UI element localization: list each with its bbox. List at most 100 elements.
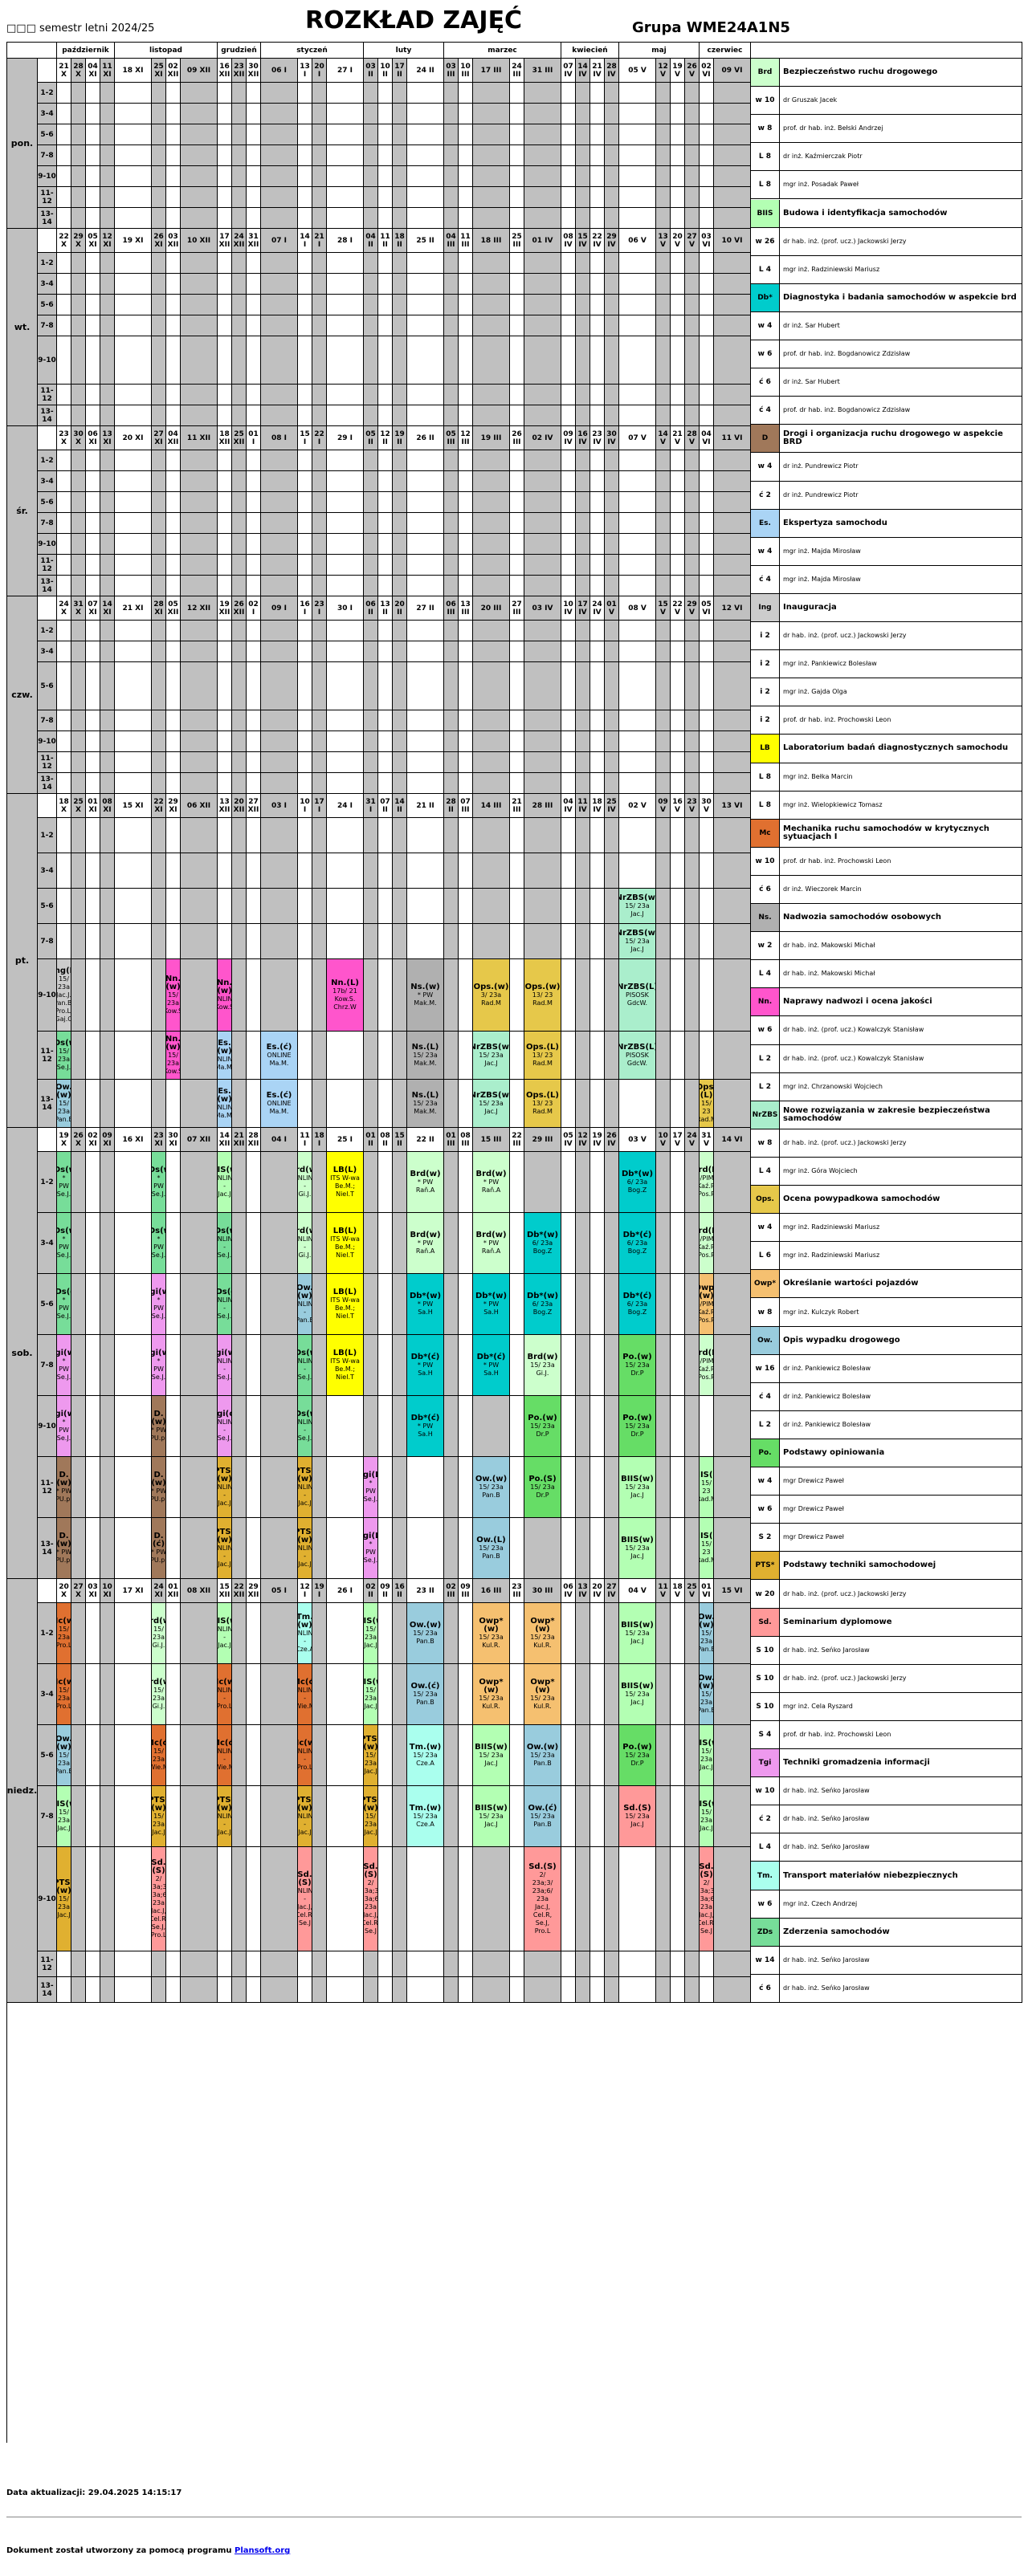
class-event[interactable]: Ow.(w)15/ 23a Pan.B bbox=[473, 1457, 510, 1518]
class-event[interactable]: Brd(w)* PW Raň.A bbox=[407, 1152, 444, 1213]
class-event[interactable]: Ow.(w)15/ 23a Pan.B bbox=[700, 1603, 714, 1664]
class-event[interactable]: Brd(w)15/ 23a Gi.J. bbox=[152, 1664, 166, 1725]
class-event[interactable]: Sd.(S)15/ 23a Jac.J bbox=[619, 1786, 656, 1847]
class-event[interactable]: Owp*(w)ITS/PIMOT Kaź.P. Pos.P bbox=[700, 1274, 714, 1335]
class-event[interactable]: Owp*(w)15/ 23a Kul.R. bbox=[473, 1664, 510, 1725]
class-event[interactable]: BIIS(L)15/ 23 Rad.M bbox=[700, 1518, 714, 1579]
class-event[interactable]: Sd.(S)2/ 23a;3/ 23a;6/ 23a Jac.J, Cel.R,… bbox=[364, 1847, 378, 1951]
class-event[interactable]: Ow.(w)ONLINE - Pan.B bbox=[298, 1274, 312, 1335]
class-event[interactable]: Mc(w)ONLINE - Pro.L bbox=[298, 1725, 312, 1786]
class-event[interactable]: LB(L)ITS W-wa Be.M.; Niel.T bbox=[327, 1335, 364, 1396]
class-event[interactable]: ZDs(w)15/ 23a Se.J. bbox=[57, 1032, 71, 1080]
class-event[interactable]: Nn.(L)17b/ 21 Kow.S. Chrz.W bbox=[327, 959, 364, 1032]
class-event[interactable]: PTS*(w)ONLINE - Jac.J bbox=[298, 1786, 312, 1847]
class-event[interactable]: Nn.(w)15/ 23a Kow.S bbox=[166, 1032, 181, 1080]
class-event[interactable]: Ns.(L)15/ 23a Mak.M. bbox=[407, 1032, 444, 1080]
class-event[interactable]: PTS*(w)15/ 23a Jac.J bbox=[57, 1847, 71, 1951]
class-event[interactable]: ZDs(w)ONLINE - Se.J. bbox=[298, 1335, 312, 1396]
class-event[interactable]: ZDs(w)* PW Se.J. bbox=[57, 1152, 71, 1213]
class-event[interactable]: NrZBS(w)15/ 23a Jac.J bbox=[619, 924, 656, 959]
class-event[interactable]: Owp*(w)15/ 23a Kul.R. bbox=[524, 1664, 561, 1725]
class-event[interactable]: Brd(w)15/ 23a Gi.J. bbox=[152, 1603, 166, 1664]
class-event[interactable]: Sd.(S)2/ 23a;3/ 23a;6/ 23a Jac.J, Cel.R,… bbox=[152, 1847, 166, 1951]
class-event[interactable]: ZDs(w)* PW Se.J. bbox=[152, 1152, 166, 1213]
class-event[interactable]: LB(L)ITS W-wa Be.M.; Niel.T bbox=[327, 1274, 364, 1335]
class-event[interactable]: BIIS(w)ONLINE - Jac.J bbox=[218, 1603, 232, 1664]
class-event[interactable]: Mc(ć)ONLINE - Wie.M bbox=[218, 1725, 232, 1786]
class-event[interactable]: Po.(S)15/ 23a Dr.P bbox=[524, 1457, 561, 1518]
class-event[interactable]: PTS*(w)ONLINE - Jac.J bbox=[218, 1518, 232, 1579]
class-event[interactable]: ZDs(w)ONLINE - Se.J. bbox=[218, 1213, 232, 1274]
class-event[interactable]: Ops.(L)13/ 23 Rad.M bbox=[524, 1032, 561, 1080]
class-event[interactable]: Nn.(w)15/ 23a Kow.S bbox=[166, 959, 181, 1032]
class-event[interactable]: Brd(L)ITS/PIMOT Kaź.P. Pos.P bbox=[700, 1152, 714, 1213]
class-event[interactable]: Brd(L)ITS/PIMOT Kaź.P. Pos.P bbox=[700, 1335, 714, 1396]
class-event[interactable]: Tgi(ć)ONLINE - Se.J. bbox=[218, 1396, 232, 1457]
class-event[interactable]: Tgi(w)* PW Se.J. bbox=[152, 1274, 166, 1335]
class-event[interactable]: BIIS(w)15/ 23a Jac.J bbox=[473, 1725, 510, 1786]
class-event[interactable]: Ops.(w)3/ 23a Rad.M bbox=[473, 959, 510, 1032]
class-event[interactable]: Brd(w)* PW Raň.A bbox=[407, 1213, 444, 1274]
class-event[interactable]: Ops.(w)13/ 23 Rad.M bbox=[524, 959, 561, 1032]
class-event[interactable]: Ow.(w)15/ 23a Pan.B bbox=[57, 1080, 71, 1128]
class-event[interactable]: PTS*(w)15/ 23a Jac.J bbox=[364, 1786, 378, 1847]
class-event[interactable]: Tgi(w)* PW Se.J. bbox=[57, 1335, 71, 1396]
class-event[interactable]: NrZBS(w)15/ 23a Jac.J bbox=[473, 1032, 510, 1080]
class-event[interactable]: Ow.(w)15/ 23a Pan.B bbox=[524, 1725, 561, 1786]
class-event[interactable]: Brd(w)* PW Raň.A bbox=[473, 1213, 510, 1274]
class-event[interactable]: Tgi(L)* PW Se.J. bbox=[364, 1457, 378, 1518]
class-event[interactable]: Ow.(ć)15/ 23a Pan.B bbox=[407, 1664, 444, 1725]
plansoft-link[interactable]: Plansoft.org bbox=[234, 2546, 291, 2555]
class-event[interactable]: LB(L)ITS W-wa Be.M.; Niel.T bbox=[327, 1213, 364, 1274]
class-event[interactable]: Ow.(w)15/ 23a Pan.B bbox=[700, 1664, 714, 1725]
class-event[interactable]: BIIS(L)15/ 23 Rad.M bbox=[700, 1457, 714, 1518]
class-event[interactable]: BIIS(w)ONLINE - Jac.J bbox=[218, 1152, 232, 1213]
class-event[interactable]: ZDs(ć)ONLINE - Se.J. bbox=[218, 1274, 232, 1335]
class-event[interactable]: Db*(w)* PW Sa.H bbox=[407, 1274, 444, 1335]
class-event[interactable]: Tgi(w)* PW Se.J. bbox=[152, 1335, 166, 1396]
class-event[interactable]: NrZBS(L)PISOSK GdcW. bbox=[619, 959, 656, 1032]
class-event[interactable]: Sd.(S)ONLINE - Jac.J, Cel.R, Se.J bbox=[298, 1847, 312, 1951]
class-event[interactable]: Db*(ć)6/ 23a Bog.Z bbox=[619, 1274, 656, 1335]
class-event[interactable]: BIIS(w)15/ 23a Jac.J bbox=[619, 1518, 656, 1579]
class-event[interactable]: ZDs(w)* PW Se.J. bbox=[152, 1213, 166, 1274]
class-event[interactable]: Sd.(S)2/ 23a;3/ 23a;6/ 23a Jac.J, Cel.R,… bbox=[524, 1847, 561, 1951]
class-event[interactable]: Tm.(w)ONLINE - Cze.A bbox=[298, 1603, 312, 1664]
class-event[interactable]: Ns.(L)15/ 23a Mak.M. bbox=[407, 1080, 444, 1128]
class-event[interactable]: Ow.(w)15/ 23a Pan.B bbox=[57, 1725, 71, 1786]
class-event[interactable]: Es.(w)ONLINE Ma.M. bbox=[218, 1032, 232, 1080]
class-event[interactable]: Ow.(L)15/ 23a Pan.B bbox=[473, 1518, 510, 1579]
class-event[interactable]: ZDs(ć)* PW Se.J. bbox=[57, 1274, 71, 1335]
class-event[interactable]: Nn.(w)ONLINE Kow.S bbox=[218, 959, 232, 1032]
class-event[interactable]: BIIS(w)15/ 23a Jac.J bbox=[700, 1786, 714, 1847]
class-event[interactable]: Mc(w)15/ 23a Pro.L bbox=[57, 1603, 71, 1664]
class-event[interactable]: Ing(I)15/ 23a Jac.J. Pan.B. Pro.L. Gaj.O bbox=[57, 959, 71, 1032]
class-event[interactable]: D.(w)* PW PU.p. bbox=[152, 1396, 166, 1457]
class-event[interactable]: BIIS(w)15/ 23a Jac.J bbox=[473, 1786, 510, 1847]
class-event[interactable]: D.(w)* PW PU.p. bbox=[152, 1457, 166, 1518]
class-event[interactable]: Tm.(w)15/ 23a Cze.A bbox=[407, 1725, 444, 1786]
class-event[interactable]: Owp*(w)15/ 23a Kul.R. bbox=[473, 1603, 510, 1664]
class-event[interactable]: Tgi(w)ONLINE - Se.J. bbox=[218, 1335, 232, 1396]
class-event[interactable]: PTS*(w)ONLINE - Jac.J bbox=[298, 1457, 312, 1518]
class-event[interactable]: Po.(w)15/ 23a Dr.P bbox=[619, 1335, 656, 1396]
class-event[interactable]: BIIS(w)15/ 23a Jac.J bbox=[57, 1786, 71, 1847]
class-event[interactable]: Tm.(w)15/ 23a Cze.A bbox=[407, 1786, 444, 1847]
class-event[interactable]: Po.(w)15/ 23a Dr.P bbox=[619, 1396, 656, 1457]
class-event[interactable]: Db*(ć)* PW Sa.H bbox=[473, 1335, 510, 1396]
class-event[interactable]: Db*(w)* PW Sa.H bbox=[473, 1274, 510, 1335]
class-event[interactable]: Ops.(L)13/ 23 Rad.M bbox=[524, 1080, 561, 1128]
class-event[interactable]: NrZBS(w)15/ 23a Jac.J bbox=[473, 1080, 510, 1128]
class-event[interactable]: NrZBS(w)15/ 23a Jac.J bbox=[619, 889, 656, 924]
class-event[interactable]: NrZBS(L)PISOSK GdcW. bbox=[619, 1032, 656, 1080]
class-event[interactable]: Ow.(w)15/ 23a Pan.B bbox=[407, 1603, 444, 1664]
class-event[interactable]: Brd(L)ITS/PIMOT Kaź.P. Pos.P bbox=[700, 1213, 714, 1274]
class-event[interactable]: D.(ć)* PW PU.p. bbox=[152, 1518, 166, 1579]
class-event[interactable]: Ns.(w)* PW Mak.M. bbox=[407, 959, 444, 1032]
class-event[interactable]: BIIS(w)15/ 23a Jac.J bbox=[364, 1664, 378, 1725]
class-event[interactable]: Po.(w)15/ 23a Dr.P bbox=[524, 1396, 561, 1457]
class-event[interactable]: Es.(ć)ONLINE Ma.M. bbox=[261, 1080, 298, 1128]
class-event[interactable]: Db*(ć)* PW Sa.H bbox=[407, 1335, 444, 1396]
class-event[interactable]: Brd(w)15/ 23a Gi.J. bbox=[524, 1335, 561, 1396]
class-event[interactable]: Tgi(w)* PW Se.J. bbox=[57, 1396, 71, 1457]
